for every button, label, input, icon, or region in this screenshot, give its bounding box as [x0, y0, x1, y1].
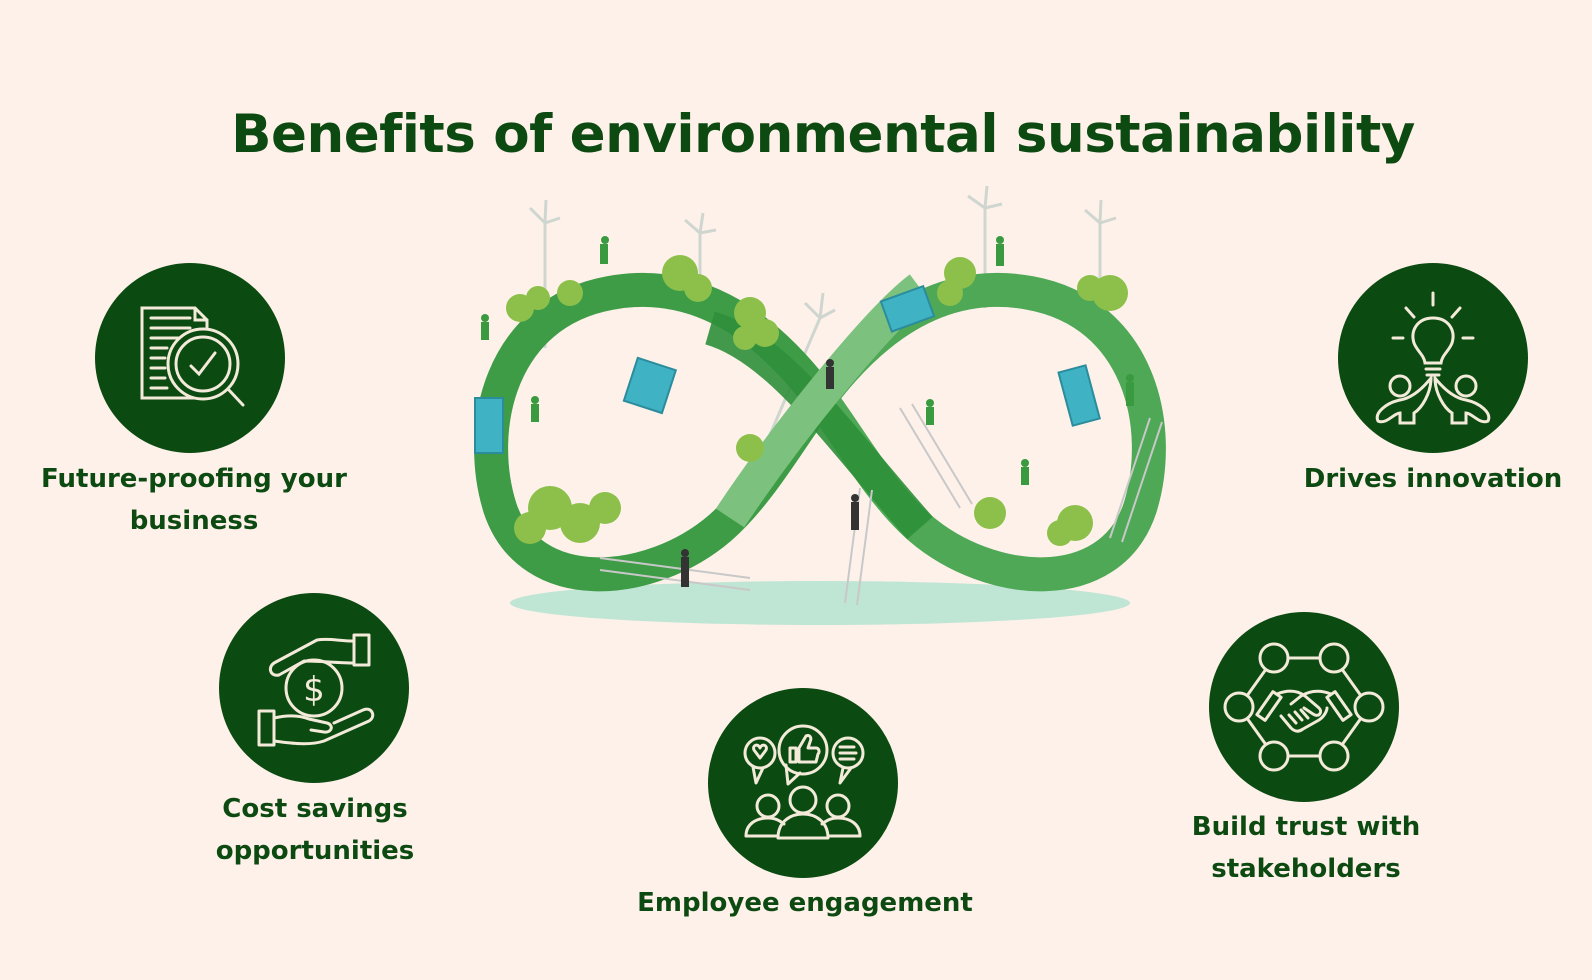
ground-shadow: [510, 581, 1130, 625]
people-feedback-bubbles-icon: [743, 724, 865, 840]
infinity-loop-graphic: [474, 185, 1166, 625]
page-title: Benefits of environmental sustainability: [231, 104, 1415, 165]
svg-text:$: $: [303, 670, 325, 710]
benefit-label-build-trust: Build trust with stakeholders: [1191, 812, 1421, 884]
trees: [506, 255, 1128, 546]
benefit-icon-build-trust: [1209, 612, 1399, 802]
solar-panels: [474, 284, 1101, 454]
hands-dollar-coin-icon: $: [257, 633, 375, 747]
benefit-label-employee-engagement: Employee engagement: [637, 888, 973, 918]
lightbulb-high-five-icon: [1375, 291, 1491, 425]
document-magnifier-check-icon: [140, 306, 245, 407]
benefit-icon-cost-savings: $: [219, 593, 409, 783]
benefit-label-future-proofing: Future-proofing your business: [41, 464, 347, 536]
benefit-icon-future-proofing: [95, 263, 285, 453]
infinity-illustration: [460, 178, 1200, 638]
benefit-icon-employee-engagement: [708, 688, 898, 878]
benefit-label-cost-savings: Cost savings opportunities: [215, 794, 415, 866]
people: [481, 236, 1134, 485]
handshake-network-icon: [1223, 642, 1385, 772]
benefit-label-drives-innovation: Drives innovation: [1303, 464, 1563, 494]
benefit-icon-drives-innovation: [1338, 263, 1528, 453]
people-dark: [681, 359, 859, 587]
